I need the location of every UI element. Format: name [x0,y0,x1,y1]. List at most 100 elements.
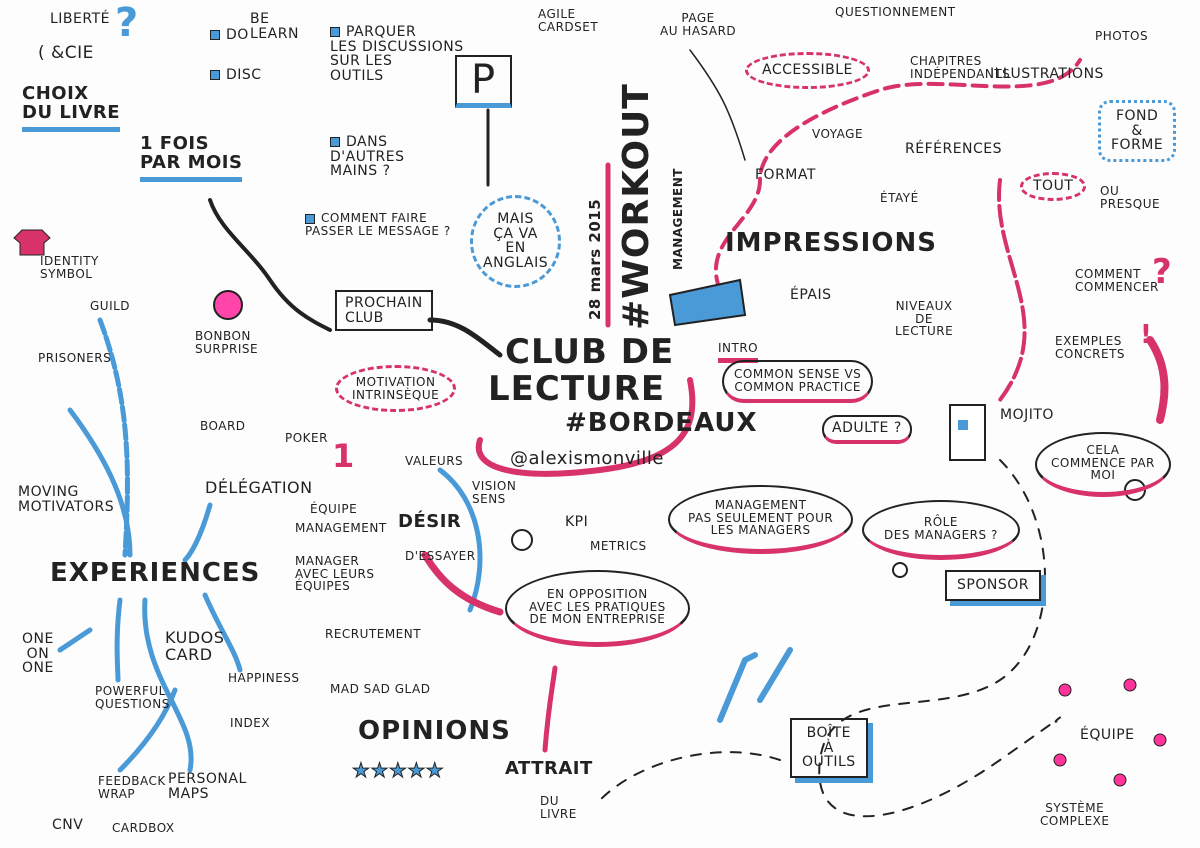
rank-one-mark: 1 [332,437,356,475]
agile-cardset: Agile cardset [538,7,599,34]
candy-icon [213,290,243,320]
title-line1: Club de [505,332,675,372]
mad-sad-glad: Mad sad glad [330,682,431,696]
kpi: KPI [565,514,589,530]
comment-faire-label: Comment faire passer le message ? [305,212,451,237]
connector-powerful [114,597,123,683]
connector-boite [599,751,781,801]
vision-sens: Vision sens [472,479,517,506]
team-member-icon [1113,773,1127,787]
person-head-icon [511,529,533,551]
arrow-exemples [1146,336,1169,424]
team-member-icon [1053,753,1067,767]
author-handle: @alexismonville [510,448,665,469]
board: Board [200,419,246,433]
cela-commence: Cela commence par moi [1035,432,1171,497]
checkbox-icon [330,137,340,147]
star-icon: ★ [388,758,408,782]
connector-references [997,178,1027,402]
disc-text: DISC [226,67,262,83]
cie-label: ( &Cie [38,43,94,63]
bonbon-surprise: Bonbon surprise [195,329,259,356]
index: Index [230,716,271,730]
equipe-circle: Équipe [1080,727,1135,743]
dans-label: Dans d'autres mains ? [330,135,404,179]
delegation: Délégation [205,478,313,497]
connector-personal [142,597,194,773]
poker: Poker [285,431,328,445]
fois-par-mois: 1 fois par mois [140,134,243,182]
connector-one [57,627,93,653]
happiness: Happiness [228,671,300,685]
exemples-exclamation-icon: ! [1140,320,1153,350]
connector-format [713,58,1082,292]
management-label: management [295,521,387,535]
do-label: Do [210,28,249,43]
equipe-label: Équipe [310,502,358,516]
ice-cube-icon [958,420,968,430]
systeme-complexe: Système complexe [1040,801,1110,828]
page-au-hasard: Page au hasard [660,11,737,38]
desir: Désir [398,511,462,532]
boite-a-outils: Boîte à outils [790,718,868,779]
be-learn-label: Be Learn [250,11,299,42]
tout-burst: Tout [1020,172,1087,201]
parquer-label: Parquer les discussions sur les outils [330,25,464,84]
tshirt-icon [13,229,51,256]
star-icon: ★ [370,758,389,782]
kudos-card: Kudos card [165,628,225,664]
event-hashtag: #Workout [616,83,657,330]
star-icon: ★ [425,758,445,782]
parquer-text: Parquer les discussions sur les outils [330,24,464,85]
adulte-bubble: Adulte ? [822,415,912,444]
checkbox-icon [305,213,315,224]
comment-faire-text: Comment faire passer le message ? [305,211,451,238]
liberte-label: Liberté [50,11,110,27]
checkbox-icon [330,27,340,37]
checkbox-icon [210,70,220,80]
dans-text: Dans d'autres mains ? [330,134,405,180]
one-on-one: One on one [22,631,54,677]
questionnement: Questionnement [835,5,956,19]
fond-forme: Fond & forme [1098,100,1177,163]
impressions: Impressions [725,228,937,258]
feedback-wrap: Feedback wrap [98,774,166,801]
team-member-icon [1153,733,1167,747]
du-livre: du livre [540,794,577,821]
role-managers: Rôle des managers ? [862,500,1020,561]
anglais-bubble: Mais ça va en anglais [470,195,562,288]
common-sense: Common sense vs common practice [722,360,874,404]
attrait: Attrait [505,758,593,779]
title-hashtag: #Bordeaux [565,408,758,438]
title-underline [475,377,696,477]
rating-stars: ★★★★★ [351,758,445,782]
book-icon [668,278,747,327]
disc-label: DISC [210,68,262,83]
event-sub: Management [671,168,685,270]
connector-delegation [182,502,213,563]
metrics: Metrics [590,539,647,553]
person-head-icon [892,562,908,578]
commencer-question-icon: ? [1152,252,1173,292]
powerful-questions: Powerful questions [95,684,170,711]
tools-icon [717,647,793,723]
format: Format [755,167,816,183]
title-line2: Lecture [488,369,666,409]
connector-happiness [202,592,243,673]
etaye: Étayé [880,191,919,205]
illustrations: Illustrations [990,66,1104,82]
parking-sign-icon: P [455,55,512,108]
comment-commencer: Comment commencer [1075,267,1159,294]
arrow-desir [421,551,504,616]
accessible-burst: Accessible [745,52,870,89]
voyage: Voyage [812,127,864,141]
personal-maps: Personal maps [168,771,247,802]
references: Références [905,141,1003,157]
connector-prisoners [67,407,133,558]
question-mark-icon: ? [115,0,140,46]
arrow-attrait [542,665,558,753]
opposition-bubble: En opposition avec les pratiques de mon … [505,570,690,647]
cnv: CNV [52,817,84,833]
team-member-icon [1058,683,1072,697]
